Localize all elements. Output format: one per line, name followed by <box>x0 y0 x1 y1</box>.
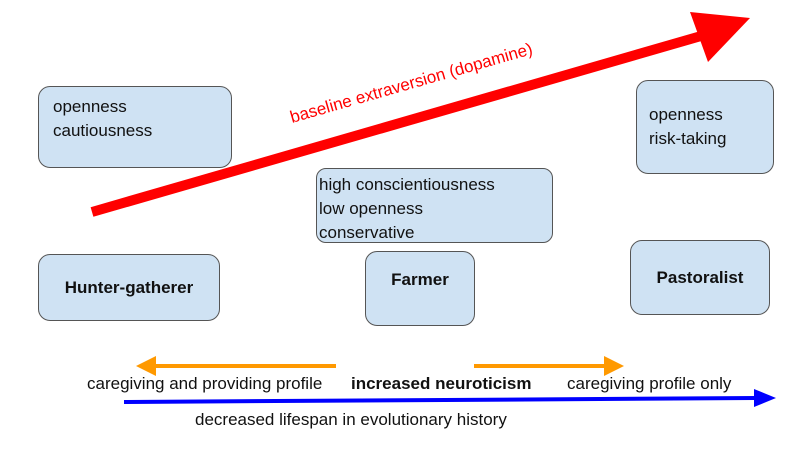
pastoralist-traits-box: openness risk-taking <box>636 80 774 174</box>
increased-neuroticism-text: increased neuroticism <box>351 374 532 393</box>
farmer-box: Farmer <box>365 251 475 326</box>
farmer-trait-3: conservative <box>319 223 415 242</box>
lifespan-text: decreased lifespan in evolutionary histo… <box>195 410 507 429</box>
lifespan-arrow-shaft <box>123 396 757 404</box>
farmer-label: Farmer <box>391 270 449 289</box>
pastoralist-box: Pastoralist <box>630 240 770 315</box>
hunter-gatherer-box: Hunter-gatherer <box>38 254 220 321</box>
caregiving-providing-text: caregiving and providing profile <box>87 374 323 393</box>
extraversion-label: baseline extraversion (dopamine) <box>288 39 535 127</box>
hunter-traits-box: openness cautiousness <box>38 86 232 168</box>
extraversion-arrow-shaft <box>90 29 710 217</box>
pastoralist-trait-2: risk-taking <box>649 129 727 148</box>
extraversion-arrow-head <box>690 12 750 62</box>
farmer-traits-box: high conscientiousness low openness cons… <box>316 168 553 243</box>
caregiving-only-text: caregiving profile only <box>567 374 732 393</box>
left-orange-arrow-head <box>136 356 156 376</box>
farmer-trait-1: high conscientiousness <box>319 175 495 194</box>
farmer-trait-2: low openness <box>319 199 423 218</box>
hunter-trait-1: openness <box>53 97 127 116</box>
pastoralist-trait-1: openness <box>649 105 723 124</box>
right-orange-arrow-head <box>604 356 624 376</box>
lifespan-arrow-head <box>754 389 776 407</box>
pastoralist-label: Pastoralist <box>656 267 744 287</box>
hunter-trait-2: cautiousness <box>53 121 153 140</box>
hunter-gatherer-label: Hunter-gatherer <box>64 277 194 297</box>
